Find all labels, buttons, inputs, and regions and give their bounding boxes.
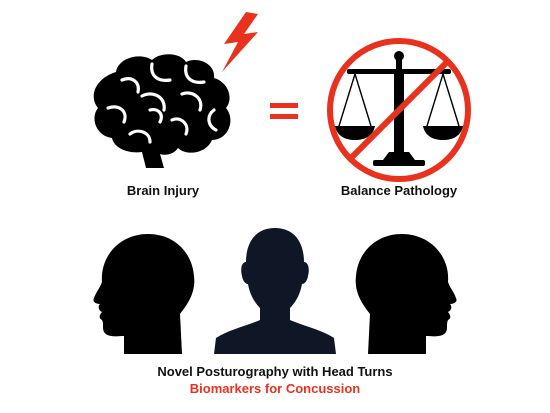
brain-icon: [88, 50, 238, 168]
head-profile-right-icon: [350, 232, 462, 354]
lightning-bolt-icon: [218, 12, 262, 72]
equals-sign-icon: [270, 103, 298, 119]
prohibition-sign-icon: [325, 36, 473, 184]
biomarkers-subcaption: Biomarkers for Concussion: [189, 381, 361, 396]
head-profile-left-icon: [88, 232, 200, 354]
brain-injury-label: Brain Injury: [126, 183, 200, 198]
balance-pathology-label: Balance Pathology: [340, 183, 458, 198]
head-front-icon: [212, 226, 338, 354]
posturography-caption: Novel Posturography with Head Turns: [157, 364, 393, 379]
